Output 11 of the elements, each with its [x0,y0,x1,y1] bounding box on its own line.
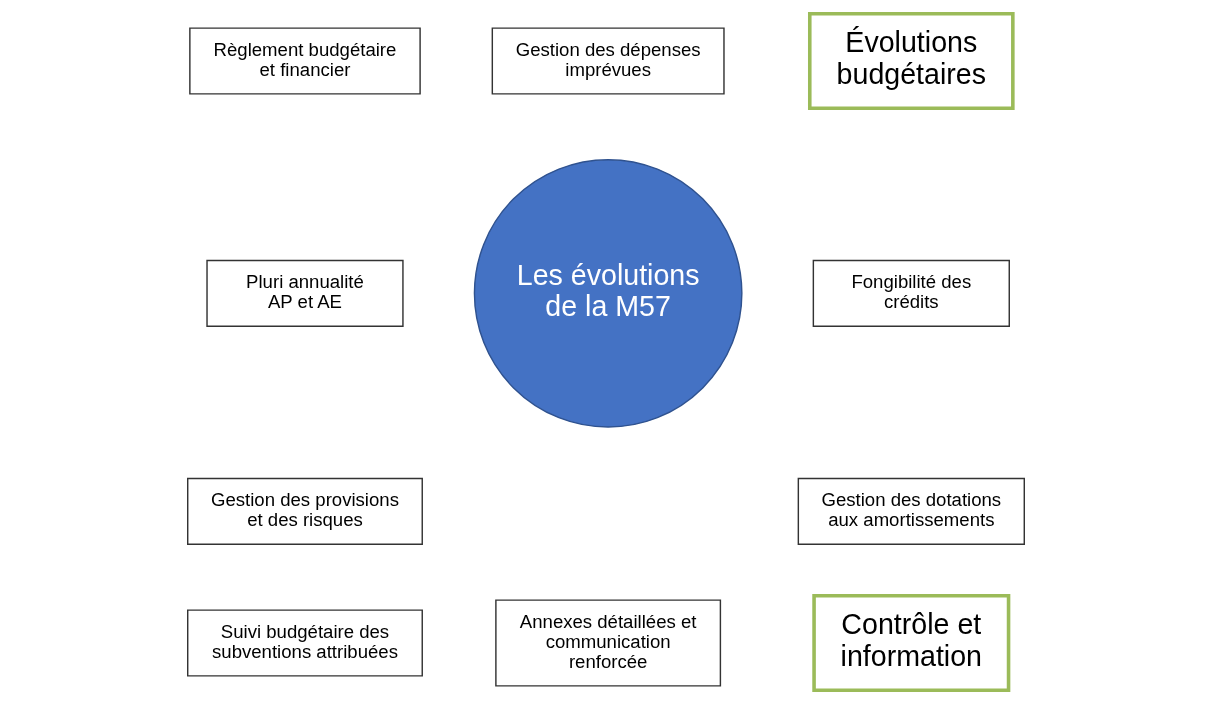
node-box: Contrôle et information [811,594,1010,692]
node-box: Gestion des provisions et des risques [186,477,423,546]
node-box: Règlement budgétaire et financier [188,27,421,95]
node-box: Suivi budgétaire des subventions attribuées [186,609,423,677]
node-box: Pluri annualité AP et AE [205,259,404,327]
node-box: Gestion des dotations aux amortissements [797,477,1025,546]
node-box: Gestion des dépenses imprévues [491,27,725,95]
node-box: Annexes détaillées et communication renforcée [494,599,721,687]
node-box: Fongibilité des crédits [812,259,1010,327]
node-box: Évolutions budgétaires [807,12,1015,110]
node-circle: Les évolutions de la M57 [473,158,743,428]
